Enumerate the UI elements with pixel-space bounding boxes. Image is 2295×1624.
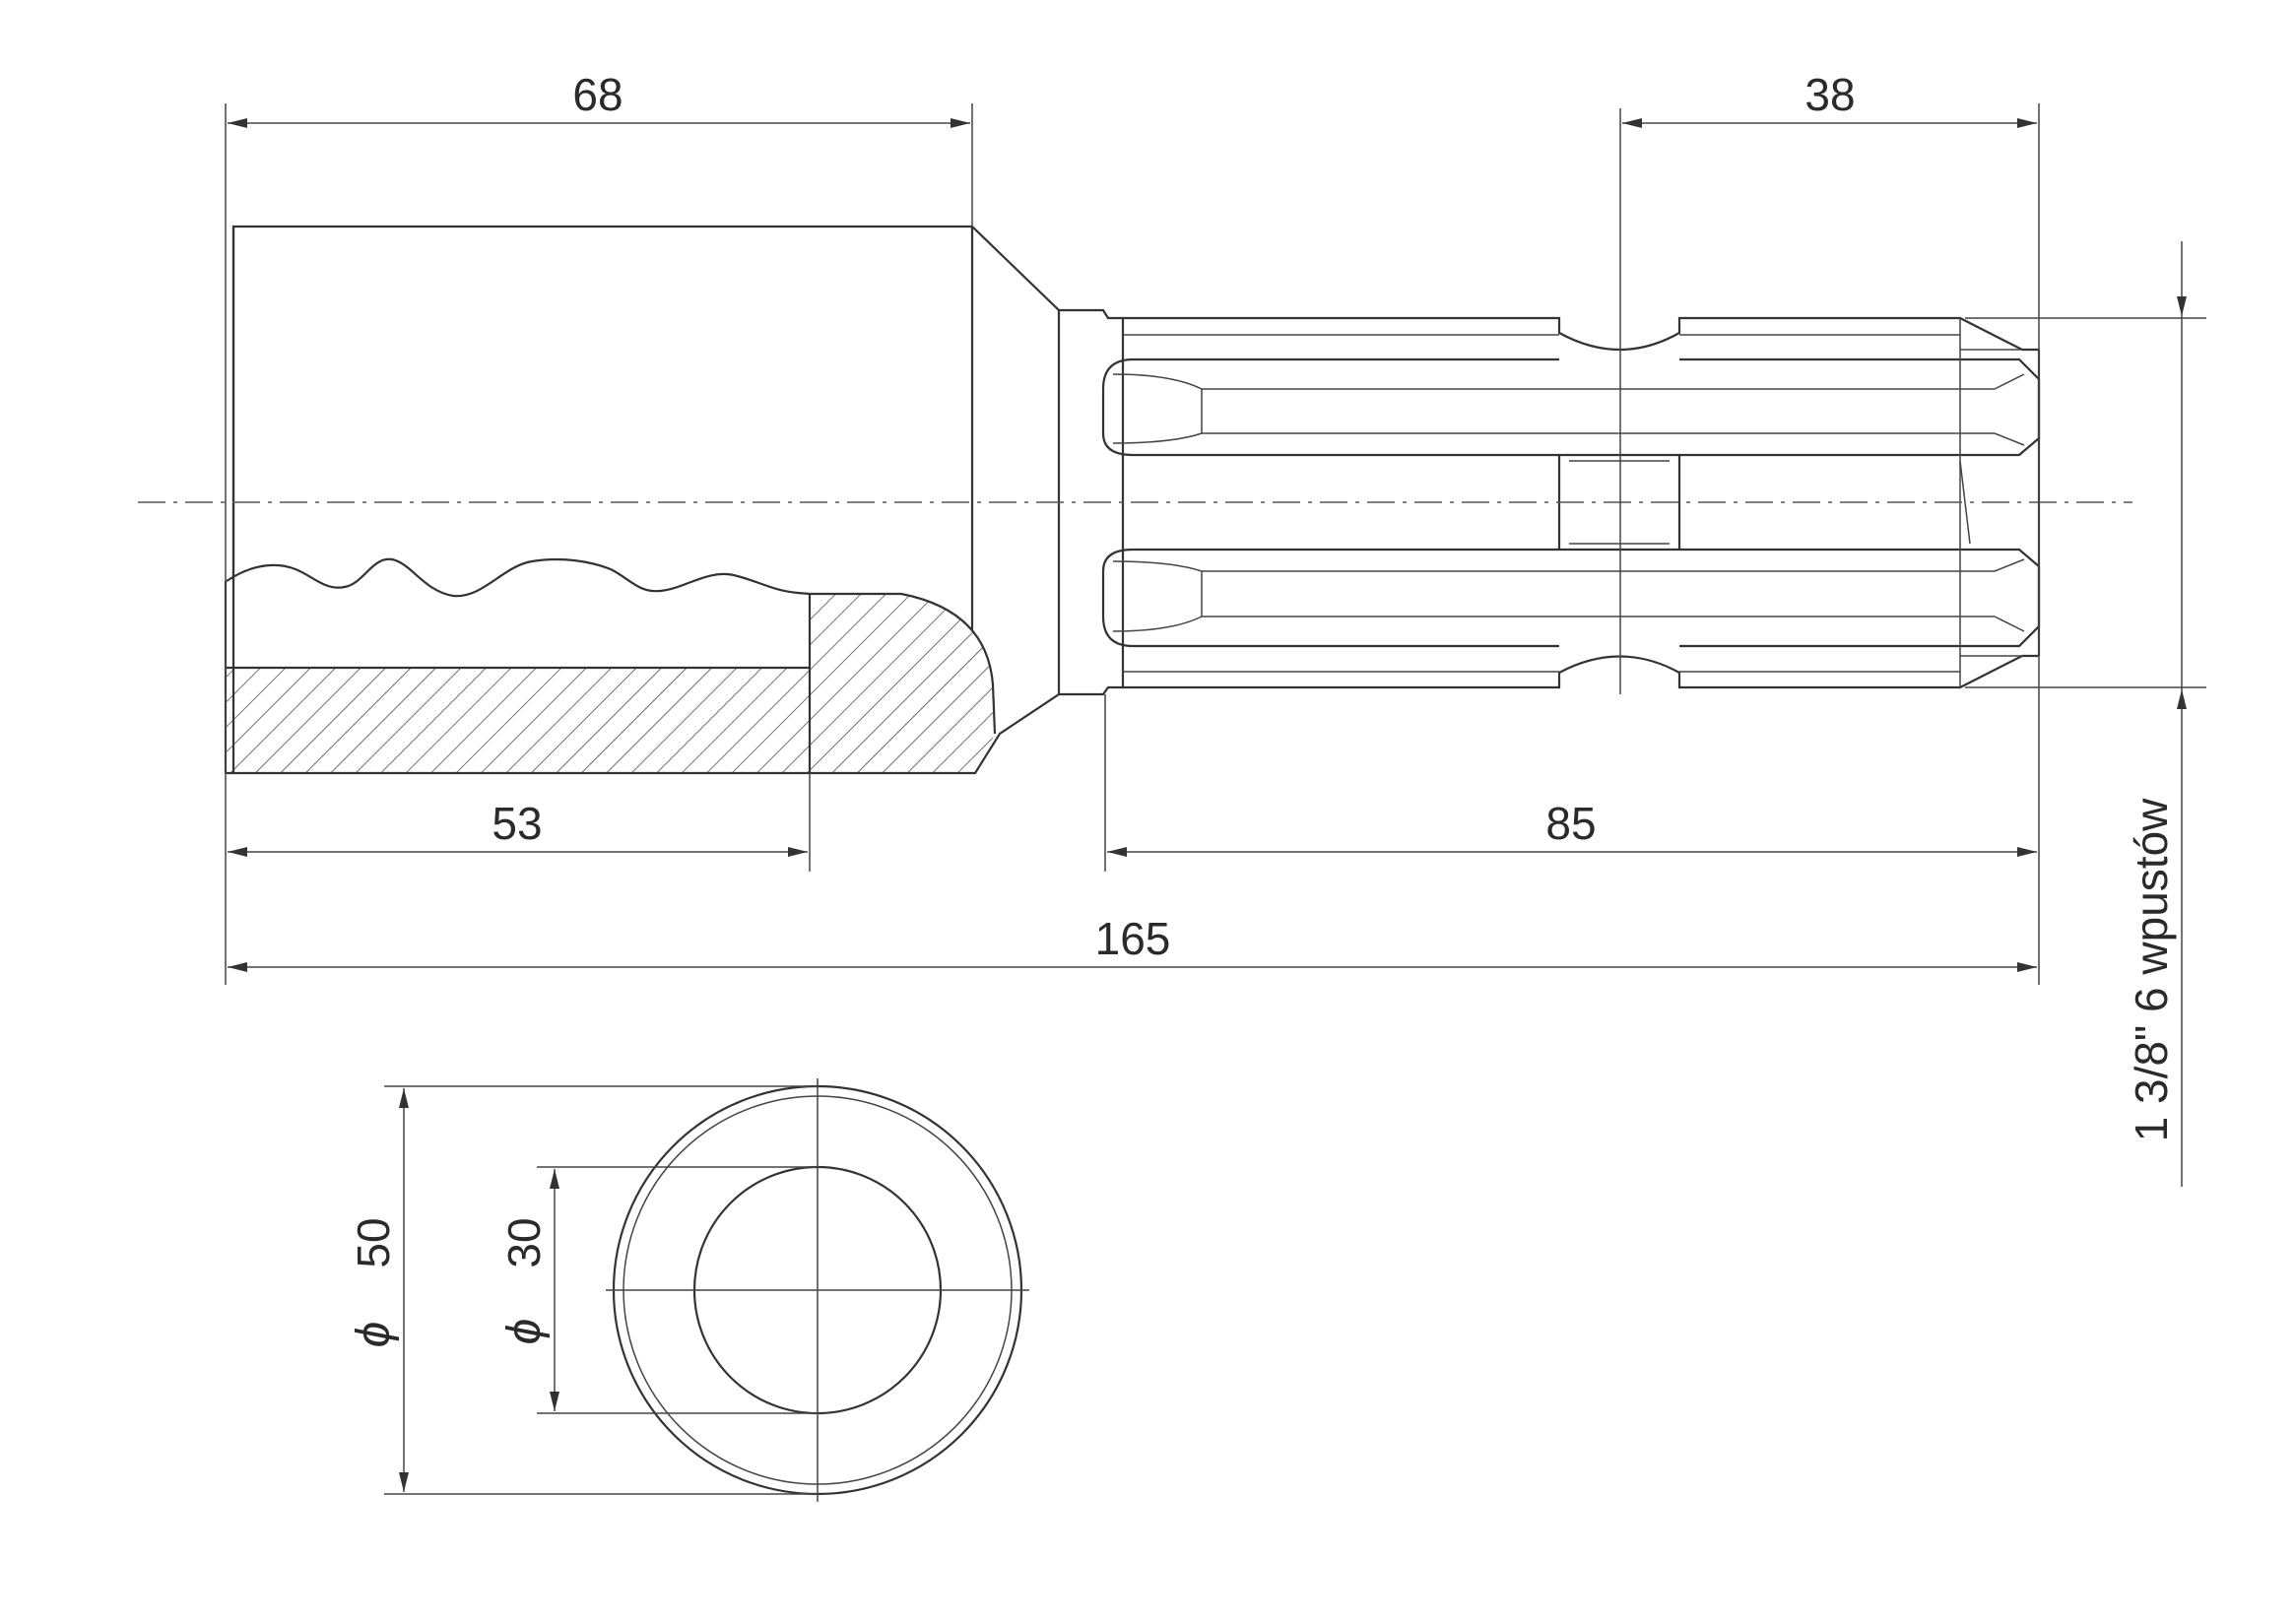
dim-overall-length: 165 (1095, 913, 1171, 964)
dim-spline-end-section: 38 (1804, 69, 1855, 120)
dim-inner-diameter: 30 (498, 1217, 550, 1267)
dim-outer-diameter: 50 (348, 1217, 399, 1267)
dim-bore-depth: 68 (572, 69, 623, 120)
dim-outer-diameter-symbol: ϕ (348, 1322, 400, 1348)
side-view (138, 108, 2132, 775)
dim-inner-diameter-symbol: ϕ (498, 1319, 551, 1345)
end-view: ϕ 50 ϕ 30 (348, 1078, 1029, 1502)
dim-spline-spec: 1 3/8" 6 wpustów (2126, 798, 2177, 1142)
dimensions: 68 38 53 85 165 1 3/8" 6 wpustów (225, 69, 2206, 1187)
body-outline (231, 225, 1061, 775)
groove-bottom-outer (1101, 548, 2041, 648)
shoulder-section-curve (810, 592, 997, 735)
dim-spline-length: 85 (1545, 798, 1596, 849)
dim-hatched-length: 53 (492, 798, 542, 849)
spline-bottom-edge (1123, 654, 2039, 689)
hatched-section-shoulder (810, 594, 995, 773)
spline-top-edge (1123, 316, 2039, 352)
hatched-section-sleeve (227, 668, 810, 773)
groove-top-outer (1101, 357, 2041, 457)
groove-top-inner (1112, 373, 2025, 446)
groove-middle-inner (1569, 460, 1971, 545)
break-line (226, 557, 811, 598)
groove-bottom-inner (1112, 558, 2025, 632)
